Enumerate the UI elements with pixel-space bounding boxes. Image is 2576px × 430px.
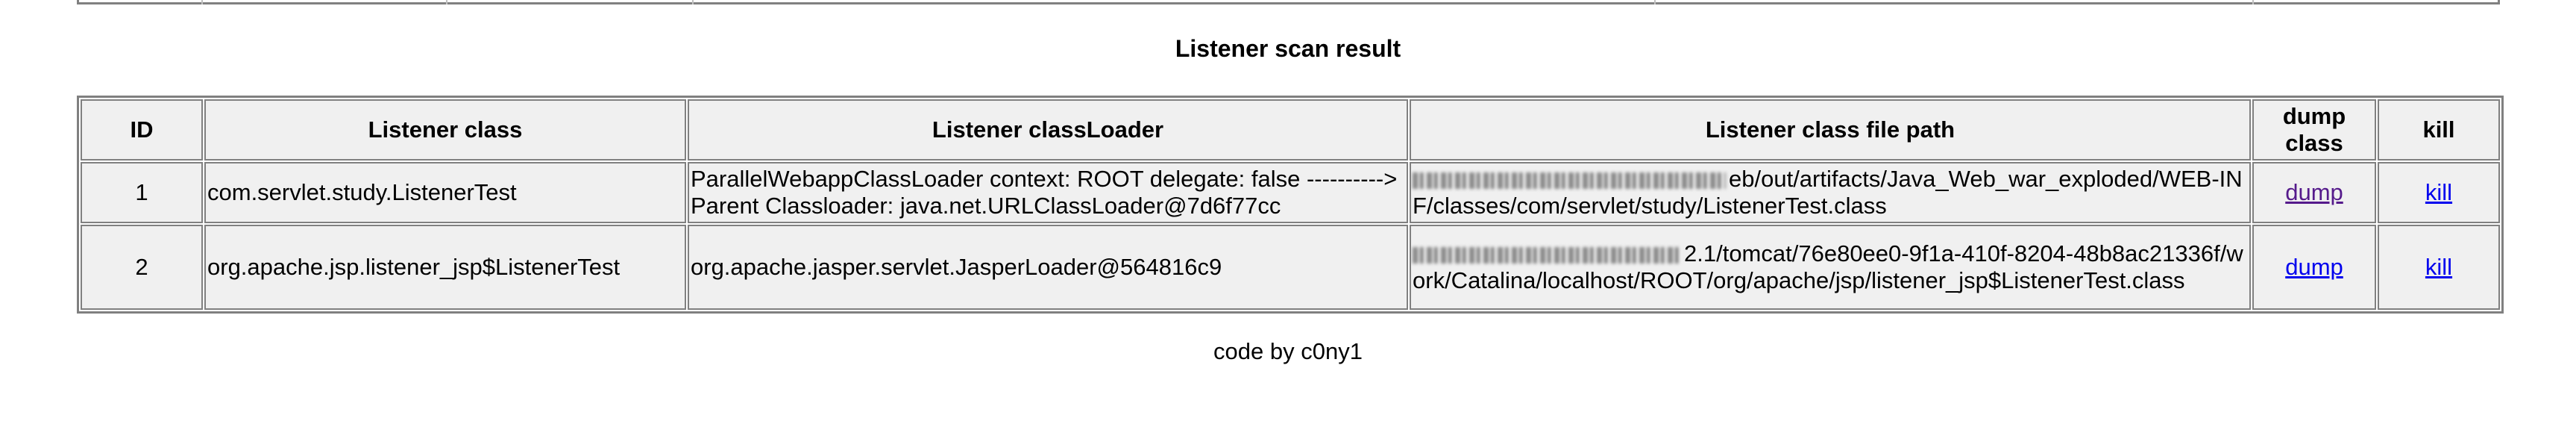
previous-table-divider (201, 0, 203, 4)
previous-table-divider (692, 0, 694, 4)
previous-table-divider (1654, 0, 1656, 4)
table-row: 2 org.apache.jsp.listener_jsp$ListenerTe… (81, 225, 2500, 310)
cell-listener-class: org.apache.jsp.listener_jsp$ListenerTest (204, 225, 686, 310)
redacted-path-blur (1413, 246, 1681, 264)
cell-file-path: 2.1/tomcat/76e80ee0-9f1a-410f-8204-48b8a… (1410, 225, 2251, 310)
table-row: 1 com.servlet.study.ListenerTest Paralle… (81, 162, 2500, 223)
cell-kill: kill (2378, 162, 2500, 223)
cell-kill: kill (2378, 225, 2500, 310)
dump-link[interactable]: dump (2285, 254, 2343, 280)
cell-classloader: ParallelWebappClassLoader context: ROOT … (688, 162, 1408, 223)
cell-listener-class: com.servlet.study.ListenerTest (204, 162, 686, 223)
cell-dump: dump (2252, 162, 2376, 223)
cell-file-path: eb/out/artifacts/Java_Web_war_exploded/W… (1410, 162, 2251, 223)
cell-id: 2 (81, 225, 203, 310)
kill-link[interactable]: kill (2425, 254, 2453, 280)
column-header-listener-class: Listener class (204, 99, 686, 161)
file-path-text: eb/out/artifacts/Java_Web_war_exploded/W… (1413, 166, 2243, 219)
dump-link[interactable]: dump (2285, 179, 2343, 205)
file-path-text: 2.1/tomcat/76e80ee0-9f1a-410f-8204-48b8a… (1413, 240, 2243, 293)
column-header-classloader: Listener classLoader (688, 99, 1408, 161)
column-header-dump-class: dump class (2252, 99, 2376, 161)
footer-credit: code by c0ny1 (1213, 338, 1363, 364)
column-header-id: ID (81, 99, 203, 161)
kill-link[interactable]: kill (2425, 179, 2453, 205)
cell-dump: dump (2252, 225, 2376, 310)
column-header-kill: kill (2378, 99, 2500, 161)
redacted-path-blur (1413, 172, 1726, 189)
table-header-row: ID Listener class Listener classLoader L… (81, 99, 2500, 161)
previous-table-divider (446, 0, 447, 4)
cell-classloader: org.apache.jasper.servlet.JasperLoader@5… (688, 225, 1408, 310)
page-title: Listener scan result (1175, 35, 1401, 62)
cell-id: 1 (81, 162, 203, 223)
listener-scan-table: ID Listener class Listener classLoader L… (77, 96, 2504, 314)
column-header-file-path: Listener class file path (1410, 99, 2251, 161)
previous-table-divider (2252, 0, 2254, 4)
previous-table-bottom-edge (77, 0, 2500, 4)
